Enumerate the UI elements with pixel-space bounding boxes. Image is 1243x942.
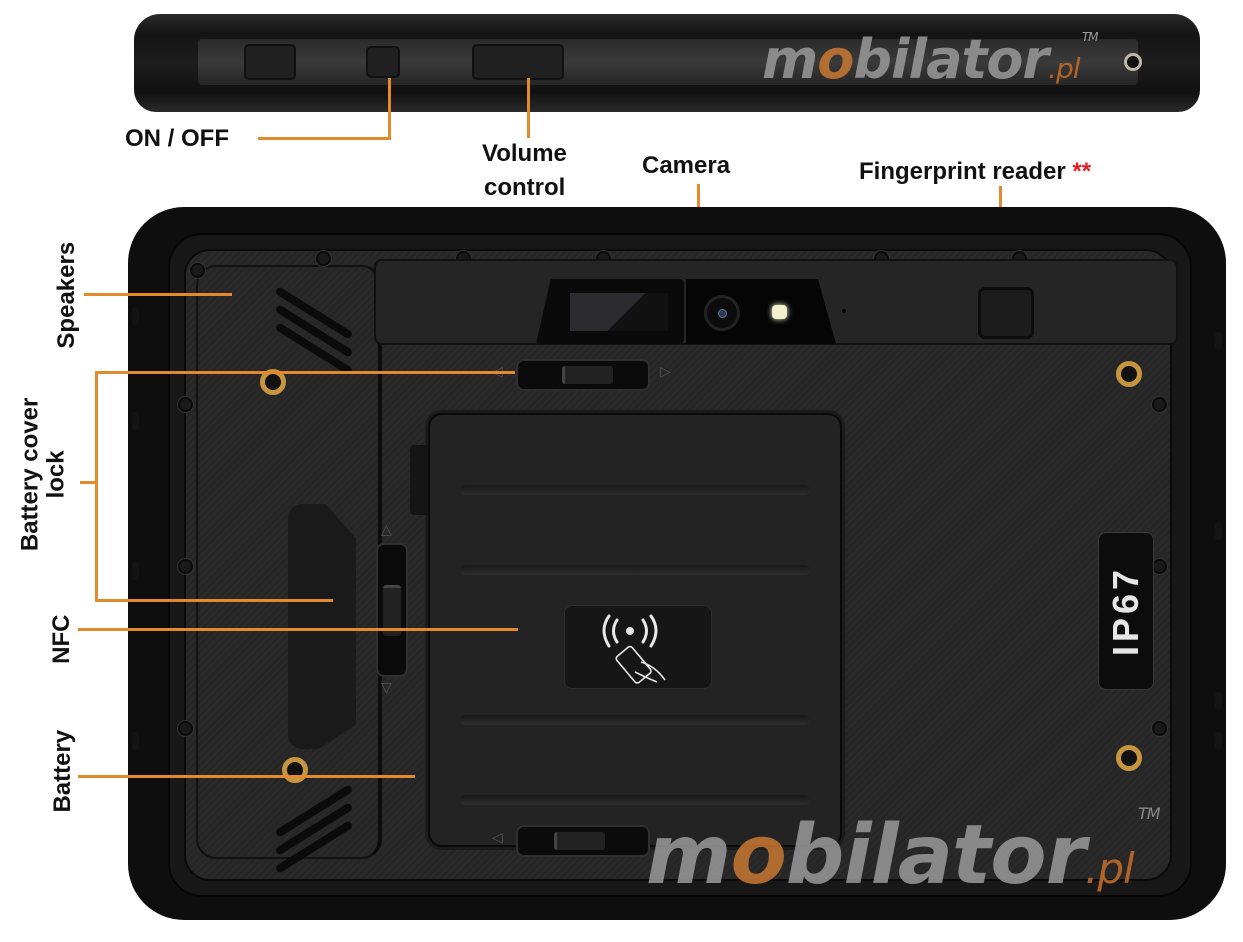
footnote-stars: ** [1072,158,1092,185]
side-button [132,307,139,325]
screw-hole-right [1124,53,1142,71]
leader-volume [527,78,530,138]
leader-battery-cover-bottom [95,599,333,602]
label-battery: Battery [48,729,76,813]
cover-rib [460,795,810,805]
screw [316,251,331,266]
cover-rib [460,715,810,725]
screw [178,721,193,736]
cover-latch [410,445,428,515]
arrow-down-icon: ▽ [381,679,392,695]
nfc-contactless-icon [602,614,666,684]
side-button [132,562,139,580]
leader-battery-cover-left [80,481,98,484]
scanner-window [536,279,684,344]
side-button [132,412,139,430]
camera-bar [374,259,1178,345]
battery-lock-slider-bottom [516,825,650,857]
side-button [1215,332,1222,350]
screw [178,559,193,574]
battery-lock-slider-side [376,543,408,677]
leader-battery-cover-top [95,371,515,374]
back-panel: ◁ ▷ [178,249,1178,881]
label-fingerprint: Fingerprint reader ** [859,158,1091,186]
speaker-panel [196,265,382,874]
arrow-right-icon: ▷ [660,363,671,379]
label-on-off: ON / OFF [125,125,229,152]
mount-hole [282,757,308,783]
cover-rib [460,565,810,575]
screw [1152,397,1167,412]
fingerprint-sensor [978,287,1034,339]
volume-rocker [472,44,564,80]
ip67-badge: IP67 [1098,532,1154,690]
leader-on-off-h [258,137,390,140]
leader-speakers [84,293,232,296]
mount-hole [1116,745,1142,771]
leader-nfc [78,628,518,631]
label-volume-line2: control [484,174,566,201]
screw [1152,721,1167,736]
screw [190,263,205,278]
screw [178,397,193,412]
label-battery-cover-lock: Battery cover lock [16,397,70,552]
side-button [1215,732,1222,750]
side-button [132,732,139,750]
watermark-logo: mobilator.pl [646,808,1135,903]
label-nfc: NFC [47,614,75,664]
power-button [366,46,400,78]
leader-on-off-v [388,78,391,140]
screw [1152,559,1167,574]
grip-pad [288,504,356,749]
mount-hole [1116,361,1142,387]
nfc-area [564,605,712,689]
camera-lens [704,295,740,331]
leader-battery [78,775,415,778]
side-button [1215,522,1222,540]
tablet-top-edge: mobilator.pl TM [134,14,1200,112]
label-camera: Camera [642,152,731,179]
top-edge-rail [198,39,1138,85]
side-button [1215,692,1222,710]
camera-module [686,279,836,344]
top-port-cover [244,44,296,80]
trademark: TM [1138,804,1161,823]
arrow-up-icon: △ [381,521,392,537]
label-speakers: Speakers [52,241,80,349]
microphone-hole [842,309,846,313]
camera-flash [772,305,787,319]
label-fingerprint-text: Fingerprint reader [859,158,1066,185]
battery-lock-slider-top [516,359,650,391]
arrow-left-icon: ◁ [492,829,503,845]
label-volume-line1: Volume [482,140,567,167]
watermark-logo-top: mobilator.pl TM [762,28,1098,91]
cover-rib [460,485,810,495]
leader-battery-cover-vertical [95,371,98,602]
